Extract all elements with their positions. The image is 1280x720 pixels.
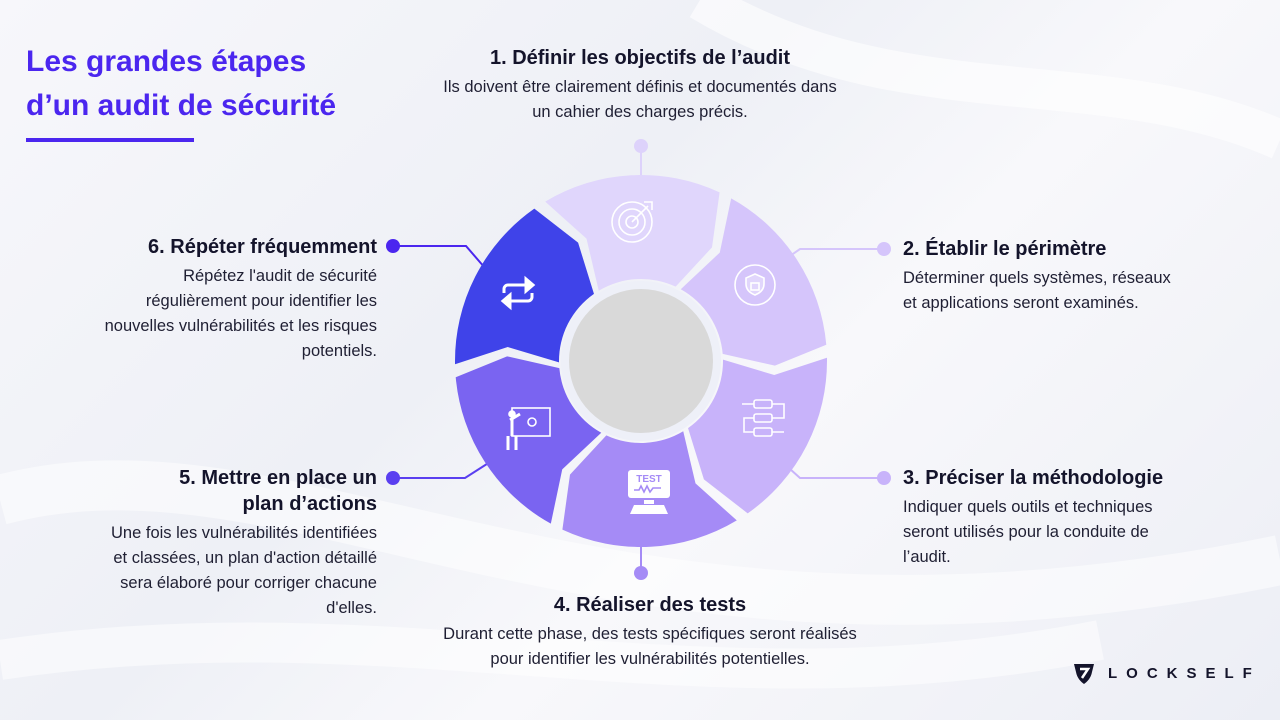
step-6-title: 6. Répéter fréquemment xyxy=(148,236,377,258)
step-1-title: 1. Définir les objectifs de l’audit xyxy=(489,47,791,69)
lockself-logo: LOCKSELF xyxy=(1072,661,1261,685)
presenter-board-icon xyxy=(506,407,551,450)
center-circle xyxy=(569,289,713,433)
title-line-2: d’un audit de sécurité xyxy=(26,89,337,122)
step-3: 3. Préciser la méthodologie Indiquer que… xyxy=(903,465,1213,570)
step-5-text: Une fois les vulnérabilités identifiées … xyxy=(111,524,377,617)
step-2-title: 2. Établir le périmètre xyxy=(903,238,1107,260)
page-title: Les grandes étapes d’un audit de sécurit… xyxy=(26,40,336,128)
target-icon xyxy=(611,201,653,243)
step-3-text: Indiquer quels outils et techniques sero… xyxy=(903,498,1153,566)
connector-line-6 xyxy=(393,245,486,269)
step-1-text: Ils doivent être clairement définis et d… xyxy=(443,78,837,121)
step-3-title: 3. Préciser la méthodologie xyxy=(903,467,1164,489)
title-underline xyxy=(26,138,194,142)
lockself-logo-icon xyxy=(1074,664,1094,684)
step-1: 1. Définir les objectifs de l’audit Ils … xyxy=(400,45,880,125)
connector-line-5 xyxy=(393,461,491,479)
wheel-segment-5 xyxy=(455,356,602,524)
title-line-1: Les grandes étapes xyxy=(26,45,307,78)
wheel-segment-2 xyxy=(680,198,827,366)
step-4: 4. Réaliser des tests Durant cette phase… xyxy=(410,592,890,672)
step-5: 5. Mettre en place un plan d’actions Une… xyxy=(100,465,377,621)
step-6: 6. Répéter fréquemment Répétez l'audit d… xyxy=(90,234,377,364)
test-label: TEST xyxy=(636,474,662,485)
flowchart-icon xyxy=(742,399,785,437)
step-2: 2. Établir le périmètre Déterminer quels… xyxy=(903,236,1183,316)
step-6-text: Répétez l'audit de sécurité régulièremen… xyxy=(104,267,377,360)
logo-text: LOCKSELF xyxy=(1108,664,1261,682)
connector-dot-2 xyxy=(877,242,891,256)
step-4-title: 4. Réaliser des tests xyxy=(553,594,747,616)
connector-dot-1 xyxy=(634,139,648,153)
shield-lock-icon xyxy=(734,264,776,306)
connector-dot-3 xyxy=(877,471,891,485)
wheel-segment-1 xyxy=(545,175,720,291)
test-monitor-icon: TEST xyxy=(628,470,670,514)
step-2-text: Déterminer quels systèmes, réseaux et ap… xyxy=(903,269,1171,312)
step-4-text: Durant cette phase, des tests spécifique… xyxy=(443,625,857,668)
connector-dot-5 xyxy=(386,471,400,485)
connector-dot-6 xyxy=(386,239,400,253)
connector-dot-4 xyxy=(634,566,648,580)
step-5-title: 5. Mettre en place un plan d’actions xyxy=(179,467,377,515)
repeat-icon xyxy=(500,275,536,311)
